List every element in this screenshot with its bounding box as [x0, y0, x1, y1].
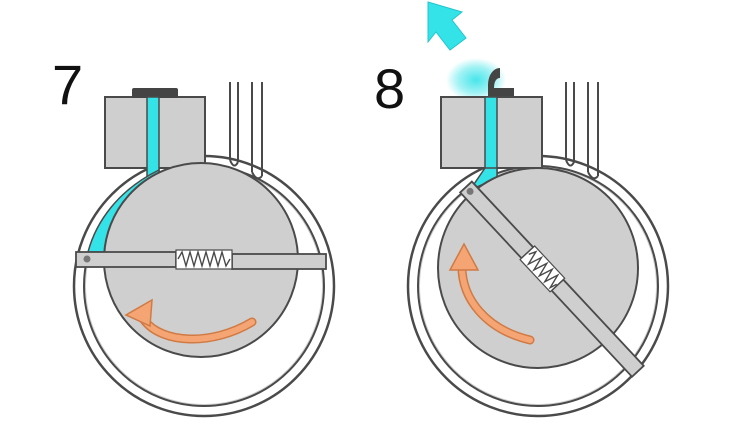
spring-icon	[526, 250, 560, 290]
vane-pivot	[83, 255, 91, 263]
curved-arrow-icon	[124, 298, 257, 344]
gas-port	[484, 96, 498, 178]
vane-right	[231, 253, 327, 270]
exhaust-arrow-icon	[427, 1, 467, 51]
valve-flap-open	[488, 68, 514, 96]
step-number-8: 8	[374, 57, 405, 120]
valve-cap	[132, 88, 178, 98]
spring-icon	[177, 249, 231, 269]
gas-port	[146, 96, 160, 178]
pump-panel-7: 7	[52, 53, 336, 418]
pump-panel-8: 8	[374, 1, 670, 418]
vane-assembly	[458, 180, 645, 379]
spring-slot	[519, 245, 566, 293]
vane-assembly	[75, 249, 327, 270]
step-number-7: 7	[52, 53, 83, 116]
exhaust-channel	[565, 82, 599, 176]
vane-pivot	[466, 187, 474, 195]
vane-left	[75, 251, 177, 268]
exhaust-channel	[229, 82, 263, 176]
curved-arrow-icon	[448, 242, 535, 345]
